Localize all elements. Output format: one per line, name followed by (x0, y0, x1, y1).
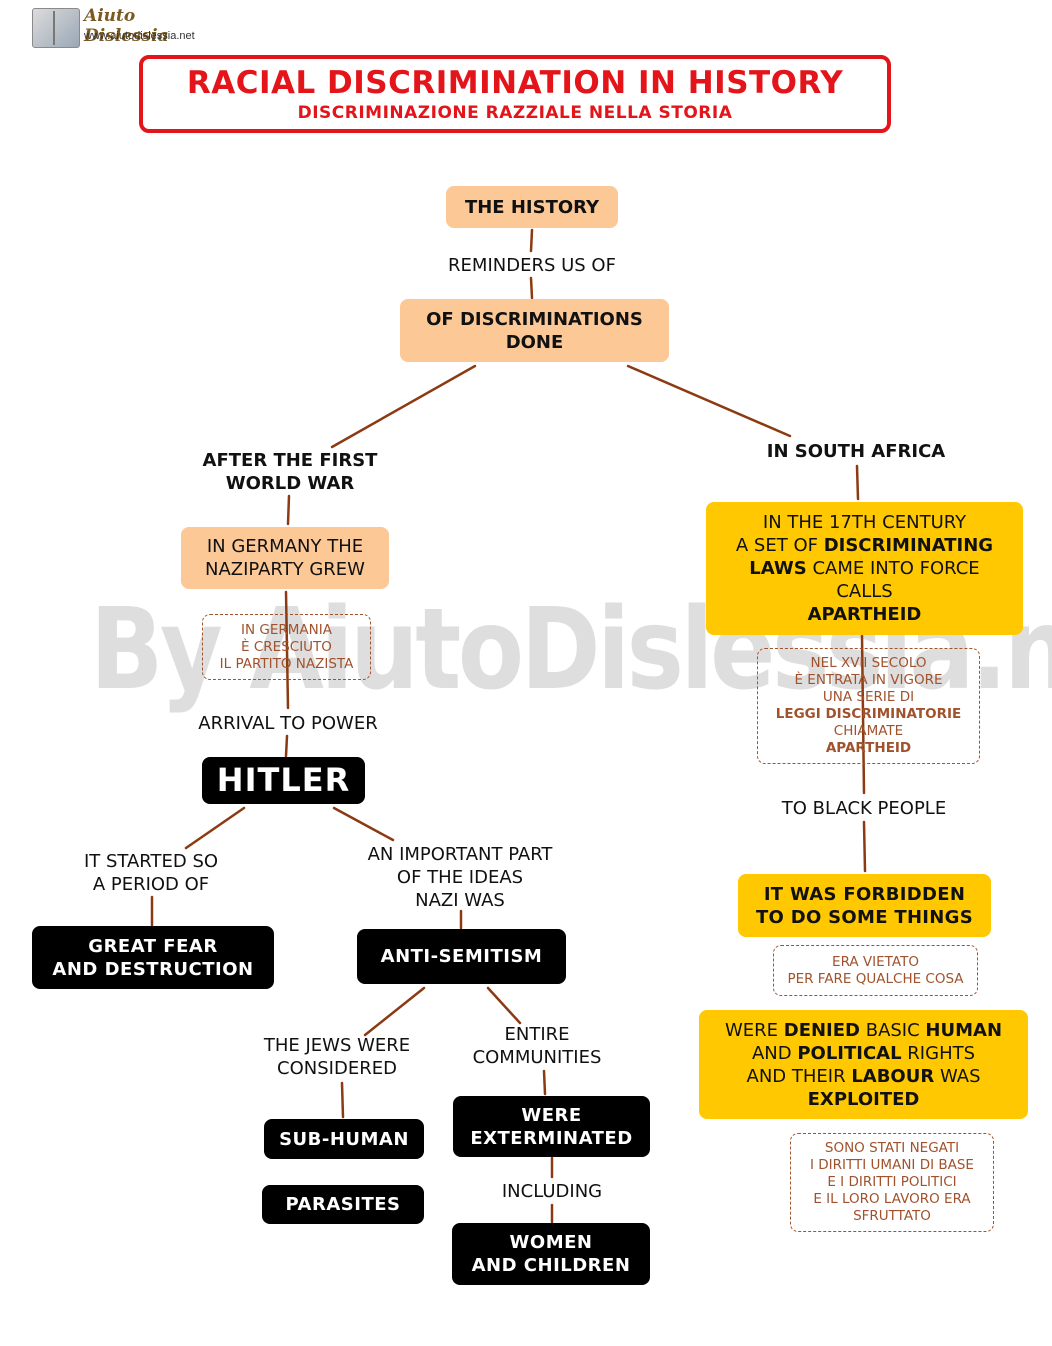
label-jews-considered: THE JEWS WERE CONSIDERED (263, 1035, 411, 1079)
label-in-south-africa: IN SOUTH AFRICA (766, 440, 946, 462)
connector (184, 806, 246, 850)
page-title: RACIAL DISCRIMINATION IN HISTORY (186, 65, 844, 101)
connector (862, 820, 867, 873)
logo-name: Aiuto Dislessia (84, 6, 169, 46)
connector (286, 494, 291, 526)
connector (542, 1069, 547, 1096)
node-the-history: THE HISTORY (446, 186, 618, 228)
label-reminders: REMINDERS US OF (448, 254, 616, 276)
title-box: RACIAL DISCRIMINATION IN HISTORY DISCRIM… (139, 55, 891, 133)
connector (860, 634, 866, 795)
book-icon (32, 8, 80, 48)
logo-url: www.aiutodislessia.net (84, 30, 195, 42)
node-it-was-forbidden: IT WAS FORBIDDEN TO DO SOME THINGS (738, 874, 991, 937)
node-hitler: HITLER (202, 757, 365, 804)
node-women-children: WOMEN AND CHILDREN (452, 1223, 650, 1285)
node-germany-naziparty: IN GERMANY THE NAZIPARTY GREW (181, 527, 389, 589)
italian-note-secolo: NEL XVII SECOLO È ENTRATA IN VIGORE UNA … (757, 648, 980, 764)
node-parasites: PARASITES (262, 1185, 424, 1224)
node-sub-human: SUB-HUMAN (264, 1119, 424, 1159)
connector (284, 734, 289, 758)
site-logo: Aiuto Dislessia www.aiutodislessia.net (30, 6, 220, 48)
node-were-exterminated: WERE EXTERMINATED (453, 1096, 650, 1157)
node-apartheid-laws: IN THE 17TH CENTURY A SET OF DISCRIMINAT… (706, 502, 1023, 635)
node-anti-semitism: ANTI-SEMITISM (357, 929, 566, 984)
connector (284, 590, 290, 710)
label-including: INCLUDING (501, 1180, 603, 1202)
connector (486, 986, 522, 1025)
italian-note-germania: IN GERMANIA È CRESCIUTO IL PARTITO NAZIS… (202, 614, 371, 680)
label-to-black-people: TO BLACK PEOPLE (781, 797, 947, 819)
italian-note-vietato: ERA VIETATO PER FARE QUALCHE COSA (773, 945, 978, 996)
connector (332, 806, 395, 842)
connector (363, 986, 426, 1037)
connector (330, 364, 477, 449)
connector (855, 464, 860, 501)
label-after-first-world-war: AFTER THE FIRST WORLD WAR (202, 450, 378, 494)
italian-note-negati: SONO STATI NEGATI I DIRITTI UMANI DI BAS… (790, 1133, 994, 1232)
page-subtitle: DISCRIMINAZIONE RAZZIALE NELLA STORIA (297, 103, 733, 123)
label-it-started: IT STARTED SO A PERIOD OF (83, 851, 219, 895)
node-denied-rights: WERE DENIED BASIC HUMAN AND POLITICAL RI… (699, 1010, 1028, 1119)
node-great-fear: GREAT FEAR AND DESTRUCTION (32, 926, 274, 989)
connector (529, 276, 534, 300)
connector (340, 1081, 345, 1119)
node-discriminations-done: OF DISCRIMINATIONS DONE (400, 299, 669, 362)
connector (529, 228, 534, 253)
label-arrival-to-power: ARRIVAL TO POWER (198, 712, 378, 734)
label-important-part: AN IMPORTANT PART OF THE IDEAS NAZI WAS (367, 843, 553, 911)
connector (626, 364, 792, 438)
label-entire-communities: ENTIRE COMMUNITIES (472, 1024, 602, 1068)
